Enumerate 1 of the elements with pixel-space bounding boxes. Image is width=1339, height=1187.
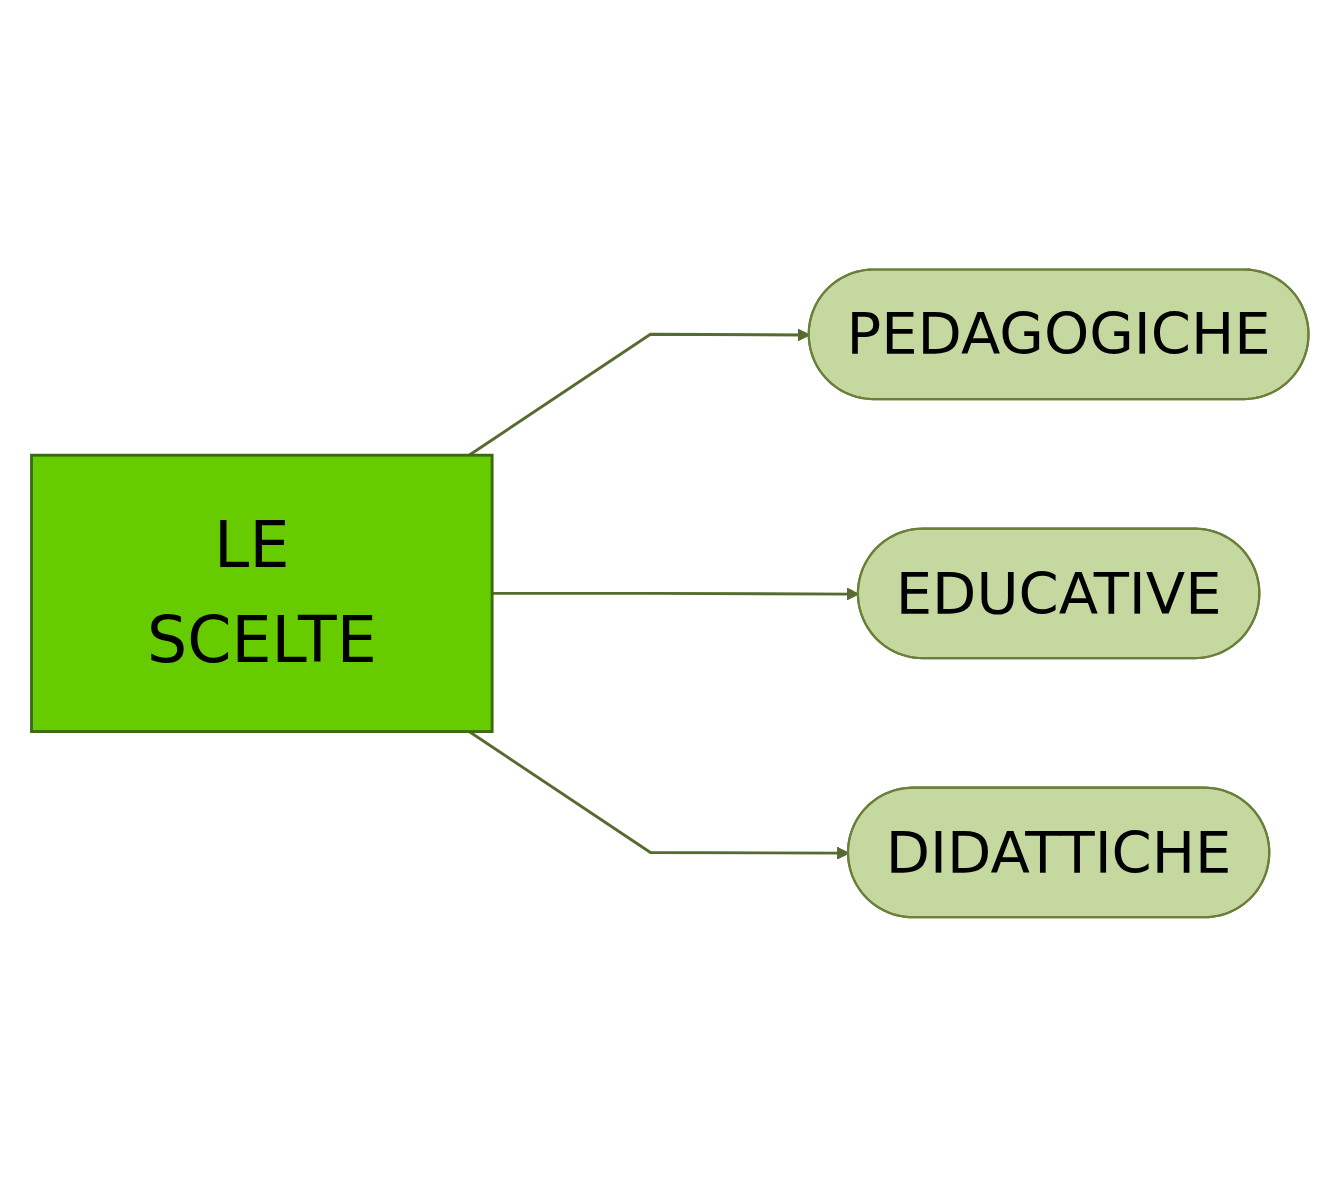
node-box: LE SCELTE: [29, 453, 494, 734]
